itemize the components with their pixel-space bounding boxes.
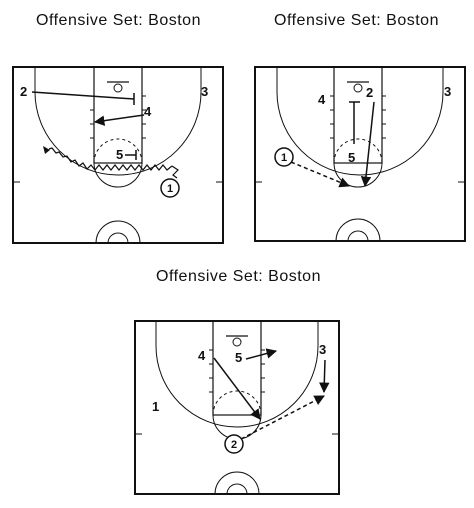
pass-1 xyxy=(290,161,350,188)
player-4-label: 4 xyxy=(144,104,152,119)
player-5-label: 5 xyxy=(348,150,355,165)
half-court-lines xyxy=(254,66,466,242)
player-2-label: 2 xyxy=(366,85,373,100)
player-2-label: 2 xyxy=(20,84,27,99)
action-lines xyxy=(213,348,330,440)
cut-4 xyxy=(93,114,145,126)
player-3-label: 3 xyxy=(201,84,208,99)
court-diagram-3: 4 5 3 1 2 xyxy=(134,320,340,495)
player-1-label: 1 xyxy=(167,183,173,195)
player-3-label: 3 xyxy=(319,342,326,357)
diagram-3-title: Offensive Set: Boston xyxy=(156,268,321,285)
diagram-2-title: Offensive Set: Boston xyxy=(274,12,439,29)
screen-2 xyxy=(31,91,135,100)
diagram-1-title: Offensive Set: Boston xyxy=(36,12,201,29)
action-lines xyxy=(290,101,375,188)
player-markers: 2 3 4 5 1 xyxy=(20,84,208,198)
player-2-circle xyxy=(224,434,244,454)
player-2-label: 2 xyxy=(231,439,237,451)
player-markers: 4 5 3 1 2 xyxy=(152,342,326,454)
dribble-1 xyxy=(48,147,173,171)
player-markers: 4 2 3 5 1 xyxy=(274,84,451,167)
half-court-lines xyxy=(12,66,224,244)
player-3-label: 3 xyxy=(444,84,451,99)
court-diagram-1: 2 3 4 5 1 xyxy=(12,66,224,244)
cut-3 xyxy=(319,359,330,394)
cut-2 xyxy=(360,101,375,188)
player-4-label: 4 xyxy=(318,92,326,107)
cut-4 xyxy=(213,357,261,420)
player-1-circle xyxy=(160,178,180,198)
player-4-label: 4 xyxy=(198,348,206,363)
half-court-lines xyxy=(134,320,340,495)
player-5-label: 5 xyxy=(235,350,242,365)
pass-2 xyxy=(240,395,325,440)
player-1-label: 1 xyxy=(281,152,287,164)
player-1-circle xyxy=(274,147,294,167)
player-5-label: 5 xyxy=(116,147,123,162)
player-1-label: 1 xyxy=(152,399,159,414)
court-diagram-2: 4 2 3 5 1 xyxy=(254,66,466,242)
action-lines xyxy=(31,91,179,179)
cut-5 xyxy=(245,348,278,360)
